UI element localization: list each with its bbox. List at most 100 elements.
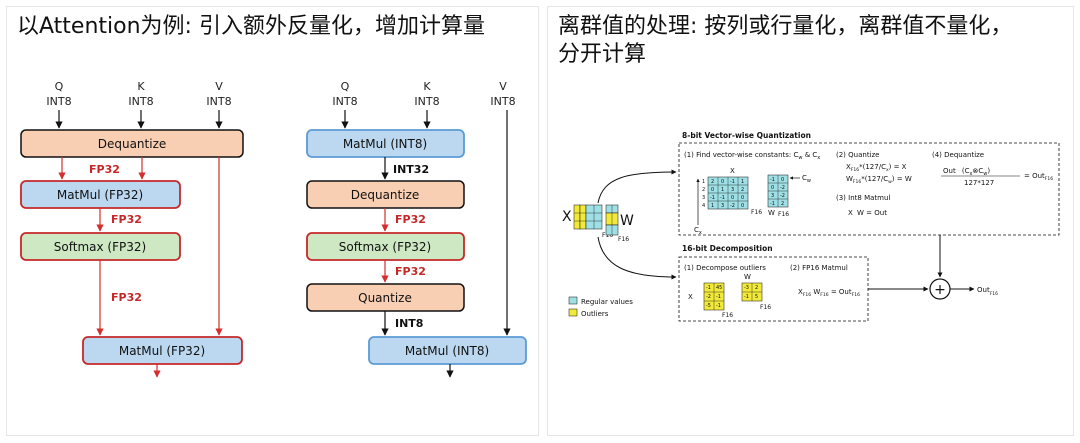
svg-text:1: 1 bbox=[721, 187, 724, 193]
outlier-panel: 离群值的处理: 按列或行量化，离群值不量化，分开计算 X F16 W F16 8… bbox=[547, 6, 1074, 436]
a-fp32-1: FP32 bbox=[89, 163, 120, 176]
big-w-sub: F16 bbox=[618, 236, 629, 243]
b-input-k: K bbox=[423, 80, 431, 93]
vq-step3: (3) Int8 Matmul bbox=[836, 194, 890, 202]
vq-step2-eq1: XF16*(127/Cx) = X bbox=[846, 163, 907, 173]
vq-w-label: W bbox=[768, 209, 775, 217]
vq-w-values: -1 0 0 -2 3 -2 -1 2 bbox=[770, 177, 785, 207]
vq-x-row-index: 1 2 3 4 bbox=[702, 179, 705, 209]
b-fp32-1: FP32 bbox=[395, 213, 426, 226]
b-softmax-label: Softmax (FP32) bbox=[339, 240, 431, 254]
b-input-q-type: INT8 bbox=[332, 95, 357, 108]
svg-text:0: 0 bbox=[721, 179, 724, 185]
b-input-q: Q bbox=[341, 80, 350, 93]
a-dequantize-label: Dequantize bbox=[98, 137, 167, 151]
legend-outlier-label: Outliers bbox=[581, 310, 609, 318]
vq-box bbox=[678, 142, 1060, 236]
svg-text:-1: -1 bbox=[706, 285, 711, 291]
legend-outlier-swatch bbox=[568, 308, 578, 317]
svg-text:0: 0 bbox=[781, 177, 784, 183]
dec-step1: (1) Decompose outliers bbox=[684, 264, 766, 272]
svg-text:0: 0 bbox=[741, 203, 744, 209]
vq-step3-eq: X W = Out bbox=[848, 209, 887, 217]
svg-text:3: 3 bbox=[702, 195, 705, 201]
vq-cx-label: Cx bbox=[694, 226, 702, 236]
dec-x-label: X bbox=[688, 293, 693, 301]
a-fp32-2: FP32 bbox=[111, 213, 142, 226]
vq-title: 8-bit Vector-wise Quantization bbox=[682, 131, 811, 140]
svg-text:-1: -1 bbox=[744, 294, 749, 300]
outlier-panel-title: 离群值的处理: 按列或行量化，离群值不量化，分开计算 bbox=[558, 13, 1012, 69]
b-matmul2-box bbox=[368, 336, 527, 365]
vq-w-matrix bbox=[767, 174, 789, 208]
b-input-v-type: INT8 bbox=[490, 95, 515, 108]
dec-w-matrix: -3 2 -1 5 bbox=[741, 282, 763, 302]
svg-text:-1: -1 bbox=[716, 303, 721, 309]
svg-text:2: 2 bbox=[711, 179, 714, 185]
a-input-q-type: INT8 bbox=[46, 95, 71, 108]
dec-x-matrix: -1 45 -2 -1 -5 -1 bbox=[703, 282, 725, 311]
big-w-label: W bbox=[620, 213, 634, 229]
svg-text:-2: -2 bbox=[780, 193, 785, 199]
legend-regular-label: Regular values bbox=[581, 298, 633, 306]
b-input-v: V bbox=[499, 80, 507, 93]
dec-step2: (2) FP16 Matmul bbox=[790, 264, 848, 272]
vq-w-sub: F16 bbox=[778, 211, 789, 218]
svg-text:-2: -2 bbox=[706, 294, 711, 300]
b-int32: INT32 bbox=[393, 163, 429, 176]
svg-text:0: 0 bbox=[731, 195, 734, 201]
legend-regular-swatch bbox=[568, 296, 578, 305]
dec-w-label: W bbox=[744, 273, 751, 281]
b-quantize-label: Quantize bbox=[358, 291, 412, 305]
svg-text:-2: -2 bbox=[780, 185, 785, 191]
svg-text:-1: -1 bbox=[770, 201, 775, 207]
a-input-k: K bbox=[137, 80, 145, 93]
svg-text:3: 3 bbox=[731, 187, 734, 193]
vq-x-values: 2 0 -1 1 0 1 3 2 -1 -1 0 0 1 3 -2 0 bbox=[710, 179, 744, 209]
svg-text:-5: -5 bbox=[706, 303, 711, 309]
b-input-k-type: INT8 bbox=[414, 95, 439, 108]
vq-step4-den: 127*127 bbox=[964, 179, 994, 187]
svg-text:1: 1 bbox=[702, 179, 705, 185]
svg-text:-1: -1 bbox=[770, 177, 775, 183]
svg-text:3: 3 bbox=[721, 203, 724, 209]
vq-step2: (2) Quantize bbox=[836, 151, 879, 159]
vq-cw-label: Cw bbox=[802, 174, 811, 184]
b-matmul2-label: MatMul (INT8) bbox=[405, 344, 489, 358]
outlier-diagram: X F16 W F16 8-bit Vector-wise Quantizati… bbox=[562, 131, 1060, 322]
a-matmul2-box bbox=[82, 336, 243, 365]
svg-text:2: 2 bbox=[702, 187, 705, 193]
svg-text:0: 0 bbox=[711, 187, 714, 193]
svg-text:0: 0 bbox=[741, 195, 744, 201]
vq-step4-result: = OutF16 bbox=[1024, 172, 1053, 182]
a-softmax-label: Softmax (FP32) bbox=[54, 240, 146, 254]
vq-step2-eq2: WF16*(127/Cw) = W bbox=[846, 175, 912, 185]
vq-step4: (4) Dequantize bbox=[932, 151, 984, 159]
vq-step1: (1) Find vector-wise constants: Cw & Cx bbox=[684, 151, 820, 161]
svg-text:4: 4 bbox=[702, 203, 705, 209]
svg-text:3: 3 bbox=[771, 193, 774, 199]
b-dequantize-label: Dequantize bbox=[351, 188, 420, 202]
svg-text:-1: -1 bbox=[710, 195, 715, 201]
svg-text:45: 45 bbox=[716, 285, 722, 291]
a-fp32-3: FP32 bbox=[111, 291, 142, 304]
big-x-matrix bbox=[573, 204, 603, 230]
a-matmul2-label: MatMul (FP32) bbox=[119, 344, 205, 358]
svg-text:-2: -2 bbox=[730, 203, 735, 209]
svg-text:-1: -1 bbox=[730, 179, 735, 185]
dec-title: 16-bit Decomposition bbox=[682, 244, 773, 253]
a-input-q: Q bbox=[55, 80, 64, 93]
attention-panel-title: 以Attention为例: 引入额外反量化，增加计算量 bbox=[17, 14, 485, 39]
svg-text:2: 2 bbox=[781, 201, 784, 207]
svg-text:2: 2 bbox=[755, 285, 758, 291]
a-input-v: V bbox=[215, 80, 223, 93]
plus-icon: + bbox=[934, 282, 946, 298]
svg-text:0: 0 bbox=[771, 185, 774, 191]
out-label: OutF16 bbox=[977, 286, 998, 297]
vq-x-label: X bbox=[730, 167, 735, 175]
dec-eq: XF16 WF16 = OutF16 bbox=[798, 288, 860, 298]
svg-text:1: 1 bbox=[741, 179, 744, 185]
big-x-label: X bbox=[562, 209, 572, 225]
flow-to-vq bbox=[597, 169, 677, 204]
legend: Regular values Outliers bbox=[568, 296, 633, 318]
